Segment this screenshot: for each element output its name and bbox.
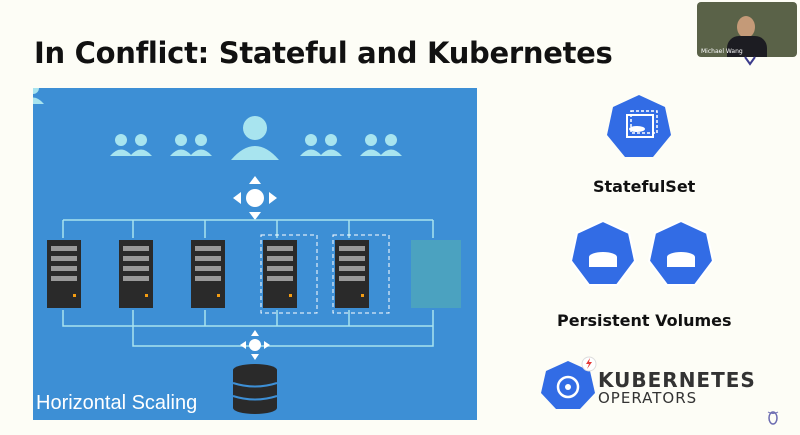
servers xyxy=(47,234,461,314)
slide-title: In Conflict: Stateful and Kubernetes xyxy=(34,36,613,70)
webcam-video: Michael Wang xyxy=(697,2,797,57)
diagram-caption: Horizontal Scaling xyxy=(36,392,198,414)
presenter-logo-icon xyxy=(767,411,779,425)
statefulset-icon xyxy=(607,95,671,157)
kubernetes-text: KUBERNETES xyxy=(598,368,756,392)
users-icon xyxy=(22,82,402,160)
load-balancer-icon xyxy=(233,176,277,220)
horizontal-scaling-diagram: Horizontal Scaling xyxy=(22,82,477,420)
persistent-volumes-label: Persistent Volumes xyxy=(557,311,732,330)
chevron-down-icon[interactable] xyxy=(743,56,757,66)
statefulset-label: StatefulSet xyxy=(593,177,696,196)
persistent-volumes-icon xyxy=(569,219,714,286)
kubernetes-operators-logo-icon xyxy=(541,356,597,409)
operators-text: OPERATORS xyxy=(598,389,698,407)
database-icon xyxy=(232,364,278,414)
small-load-balancer-icon xyxy=(240,330,270,360)
diagram-graphic xyxy=(22,82,461,414)
participant-name: Michael Wang xyxy=(701,48,743,55)
